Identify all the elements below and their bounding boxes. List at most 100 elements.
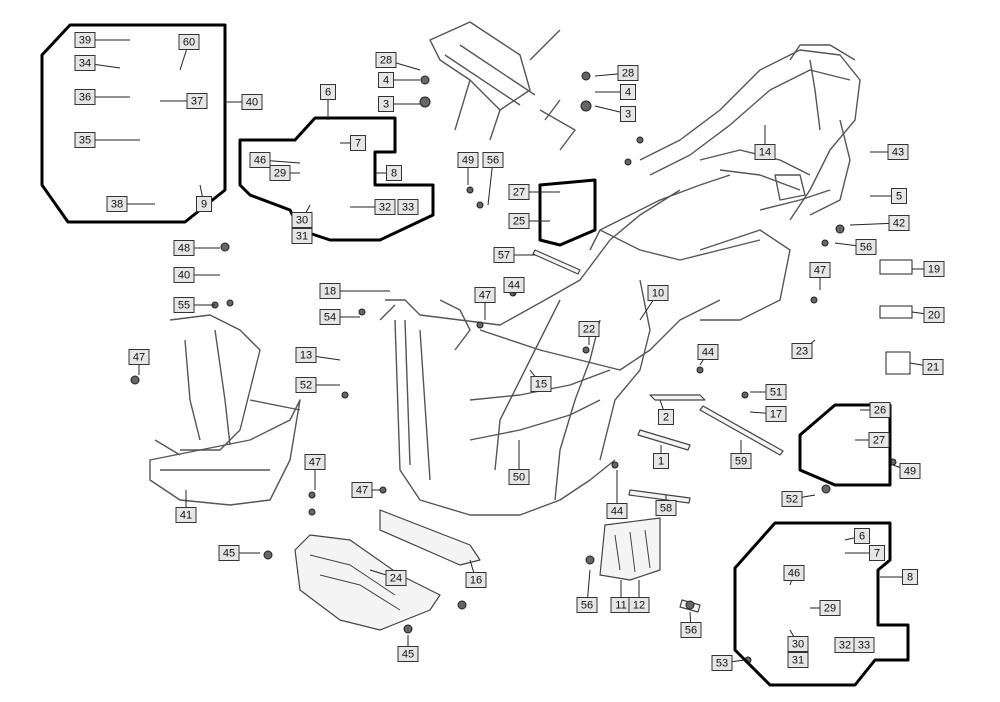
callout-box [74,32,96,48]
callout-15: 15 [530,376,552,392]
callout-6a: 6 [320,84,336,100]
callout-box [474,287,496,303]
callout-number: 40 [178,270,190,282]
skid-plate [294,509,481,631]
callout-box [922,359,944,375]
callout-box [374,199,396,215]
callout-number: 34 [79,58,91,70]
callout-box [175,507,197,523]
callout-number: 30 [296,215,308,227]
callout-number: 15 [535,379,547,391]
key-box-21 [885,351,911,375]
callout-box [868,432,890,448]
callout-box [74,55,96,71]
callout-box [385,570,407,586]
callout-box [628,597,650,613]
callout-57: 57 [493,247,515,263]
callout-box [178,34,200,50]
callout-47e: 47 [351,482,373,498]
callout-box [787,636,809,652]
callout-43: 43 [887,144,909,160]
callout-number: 47 [479,290,491,302]
callout-56b: 56 [855,239,877,255]
callout-number: 44 [611,506,623,518]
callout-number: 30 [792,639,804,651]
callout-number: 32 [839,640,851,652]
callout-number: 3 [383,99,389,111]
callout-10: 10 [647,285,669,301]
callout-number: 8 [907,572,913,584]
callout-51: 51 [765,384,787,400]
callout-18: 18 [319,283,341,299]
callout-box [781,491,803,507]
key-box-19 [879,259,913,275]
callout-28a: 28 [375,52,397,68]
callout-number: 37 [191,96,203,108]
callout-number: 54 [324,312,336,324]
rods [532,249,784,613]
callout-box [304,454,326,470]
callout-number: 41 [180,510,192,522]
callout-47d: 47 [304,454,326,470]
callout-number: 47 [309,457,321,469]
callout-32b: 32 [834,637,856,653]
callout-box [606,503,628,519]
callout-16: 16 [465,572,487,588]
callout-box [809,262,831,278]
key-box-20 [879,305,913,319]
callout-box [791,343,813,359]
callout-number: 13 [300,350,312,362]
callout-box [754,144,776,160]
callout-22: 22 [578,321,600,337]
callout-number: 4 [625,87,631,99]
callout-box [530,376,552,392]
callout-number: 25 [513,216,525,228]
callout-52b: 52 [781,491,803,507]
callout-42: 42 [888,215,910,231]
callout-number: 33 [402,202,414,214]
callout-21: 21 [922,359,944,375]
callout-7a: 7 [350,135,366,151]
callout-box [655,500,677,516]
callout-box [680,622,702,638]
callout-box [765,406,787,422]
callout-number: 46 [788,568,800,580]
footrest-plate [599,517,661,581]
callout-11: 11 [610,597,632,613]
callout-box [350,135,366,151]
callout-box [493,247,515,263]
callout-number: 11 [615,600,626,612]
callout-number: 52 [300,380,312,392]
callout-number: 29 [274,168,286,180]
callout-1: 1 [653,453,669,469]
callout-number: 12 [633,600,645,612]
callout-number: 29 [824,603,836,615]
callout-number: 52 [786,494,798,506]
callout-box [508,213,530,229]
callout-3b: 3 [620,106,636,122]
callout-box [508,469,530,485]
callout-56c: 56 [576,597,598,613]
callout-number: 24 [390,573,402,585]
callout-number: 53 [716,658,728,670]
callout-box [620,106,636,122]
callout-box [319,309,341,325]
callout-28b: 28 [617,65,639,81]
callout-44a: 44 [503,277,525,293]
callout-52a: 52 [295,377,317,393]
callout-49b: 49 [899,463,921,479]
callout-box [902,569,918,585]
callout-number: 43 [892,147,904,159]
callout-box [249,152,271,168]
callout-8b: 8 [902,569,918,585]
callout-number: 26 [874,405,886,417]
callout-number: 10 [652,288,664,300]
callout-37: 37 [186,93,208,109]
callout-number: 44 [702,347,714,359]
callout-box [923,261,945,277]
callout-box [196,196,212,212]
callout-box [173,240,195,256]
callout-14: 14 [754,144,776,160]
callout-number: 27 [513,187,525,199]
